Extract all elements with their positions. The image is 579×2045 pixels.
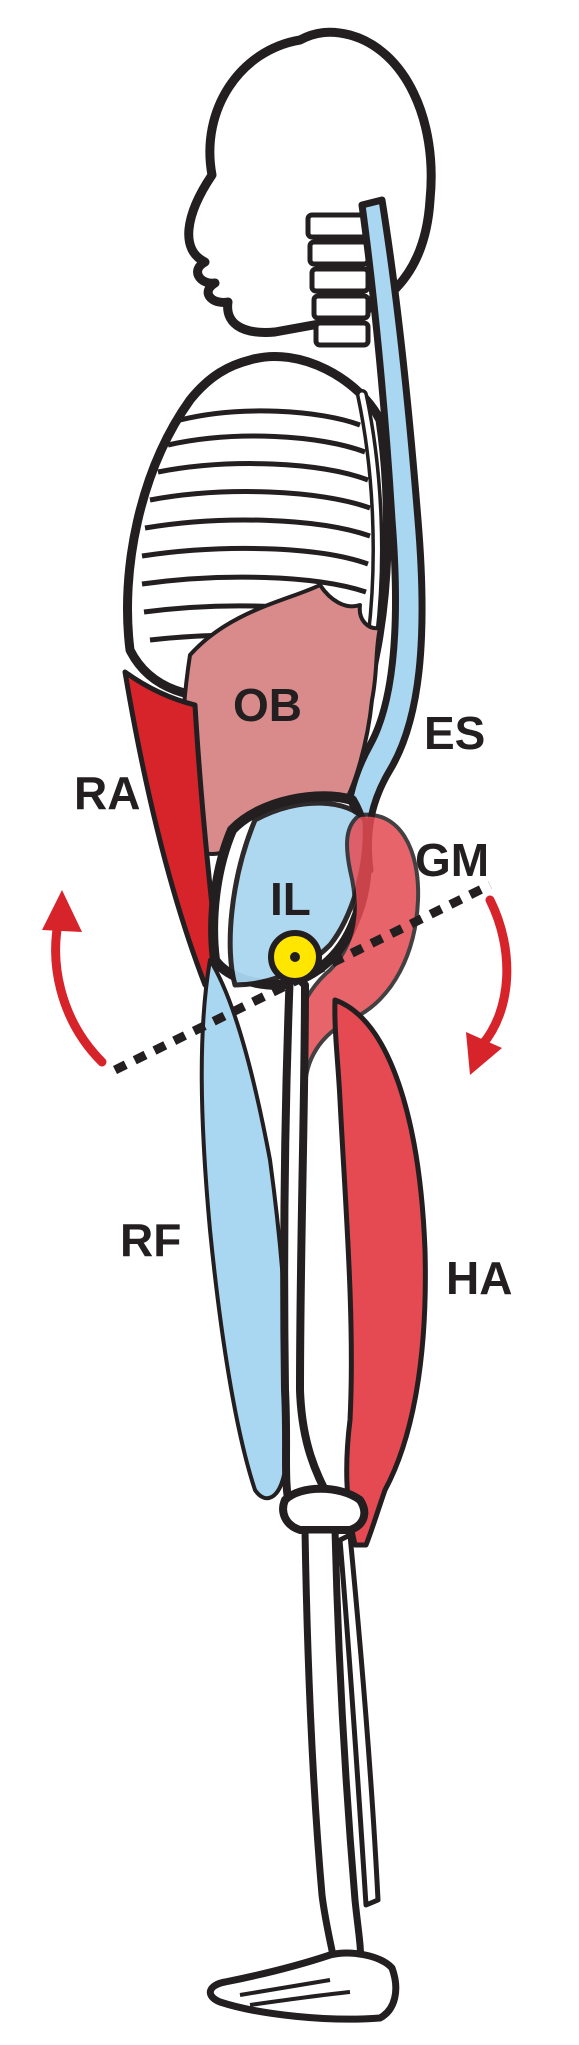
hamstrings-label: HA bbox=[446, 1252, 513, 1304]
hamstring-muscle bbox=[332, 997, 428, 1548]
iliacus-label: IL bbox=[270, 873, 311, 925]
rectus-femoris-label: RF bbox=[120, 1214, 182, 1266]
toe-lines bbox=[239, 1978, 351, 2007]
knee-joint bbox=[279, 1484, 369, 1534]
ribs bbox=[141, 408, 371, 651]
erector-spinae-label: ES bbox=[424, 707, 486, 759]
oblique-label: OB bbox=[233, 679, 302, 731]
left-rotation-arrow-icon bbox=[42, 890, 107, 1067]
femur-bone bbox=[280, 966, 334, 1514]
fibula-bone bbox=[337, 1532, 381, 1908]
right-rotation-arrow-icon bbox=[466, 895, 512, 1075]
cervical-spine bbox=[305, 212, 371, 348]
iliacus-muscle bbox=[227, 800, 368, 988]
rectus-femoris-muscle bbox=[199, 958, 290, 1501]
gluteus-maximus-label: GM bbox=[415, 834, 490, 886]
rectus-abdominis-label: RA bbox=[74, 767, 141, 819]
